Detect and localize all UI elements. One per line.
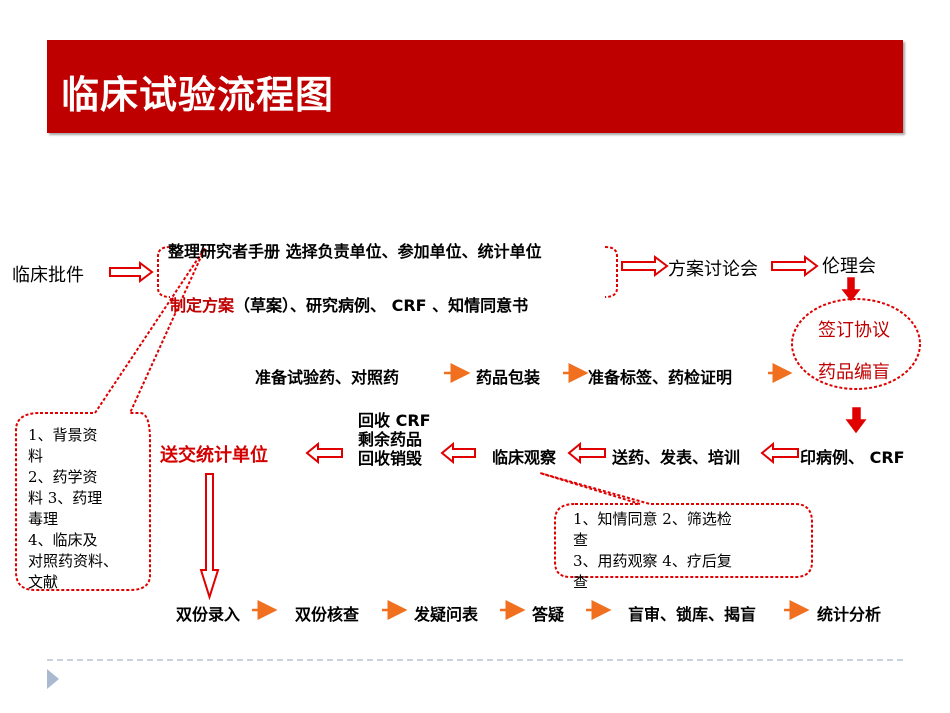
callout-right-text: 1、知情同意 2、筛选检 查 3、用药观察 4、疗后复 查 [573,509,813,593]
callout-right-outline [539,472,813,578]
footer-triangle-icon [47,669,59,689]
node-prepare-labels: 准备标签、药检证明 [588,368,733,387]
draft-protocol-highlight: 制定方案 [170,296,235,315]
callout-line: 料 [28,447,44,465]
arrow-down-icon [841,277,861,302]
node-drug-packaging: 药品包装 [476,368,541,387]
node-query-form: 发疑问表 [414,605,479,624]
node-approval: 临床批件 [12,265,84,286]
arrow-left-icon [760,441,799,465]
callout-line: 毒理 [28,510,59,528]
page-title: 临床试验流程图 [61,73,335,117]
arrow-left-icon [567,441,606,465]
callout-left-text: 1、背景资 料 2、药学资 料 3、药理 毒理 4、临床及 对照药资料、 文献 [28,425,153,593]
node-ethics-committee: 伦理会 [822,256,876,277]
node-double-check: 双份核查 [295,605,360,624]
node-statistical-analysis: 统计分析 [817,605,882,624]
brace-left [157,246,171,298]
draft-protocol-rest: （草案）、研究病例、 CRF 、知情同意书 [234,296,529,315]
arrow-right-icon [109,261,154,283]
callout-line: 1、知情同意 2、筛选检 [573,510,732,528]
node-submit-statistics: 送交统计单位 [160,445,268,466]
ellipse-outline [791,298,921,390]
callout-line: 3、用药观察 4、疗后复 [573,552,732,570]
recycle-line: 回收销毁 [358,449,423,468]
callout-line: 1、背景资 [28,426,98,444]
arrow-down-icon [845,407,867,434]
arrow-left-icon [305,441,343,465]
node-double-entry: 双份录入 [176,605,241,624]
node-drug-blinding: 药品编盲 [818,362,890,383]
callout-line: 查 [573,573,589,591]
callout-left-outline [15,247,206,591]
callout-line: 查 [573,531,589,549]
callout-line: 2、药学资 [28,468,98,486]
node-recycle: 回收 CRF 剩余药品 回收销毁 [358,411,431,468]
callout-line: 4、临床及 [28,531,98,549]
recycle-line: 回收 CRF [358,411,431,430]
recycle-line: 剩余药品 [358,430,423,449]
node-protocol-meeting: 方案讨论会 [668,259,758,280]
node-clinical-observation: 临床观察 [492,448,557,467]
title-banner: 临床试验流程图 [47,40,903,133]
arrow-down-icon [199,473,220,601]
arrow-left-icon [440,441,476,465]
node-print-crf: 印病例、 CRF [800,448,905,467]
node-blind-review: 盲审、锁库、揭盲 [628,605,757,624]
footer-divider [47,659,903,661]
node-prepare-drugs: 准备试验药、对照药 [255,368,400,387]
arrow-right-icon [621,255,669,277]
node-answer-query: 答疑 [532,605,565,624]
node-send-drugs: 送药、发表、培训 [612,448,741,467]
node-sign-agreement: 签订协议 [818,320,890,341]
node-prepare-handbook: 整理研究者手册 选择负责单位、参加单位、统计单位 [168,242,542,261]
callout-line: 文献 [28,573,59,591]
callout-line: 对照药资料、 [28,552,119,570]
arrow-right-icon [771,255,819,277]
node-draft-protocol: 制定方案（草案）、研究病例、 CRF 、知情同意书 [170,292,528,316]
brace-right [604,246,618,298]
callout-line: 料 3、药理 [28,489,103,507]
